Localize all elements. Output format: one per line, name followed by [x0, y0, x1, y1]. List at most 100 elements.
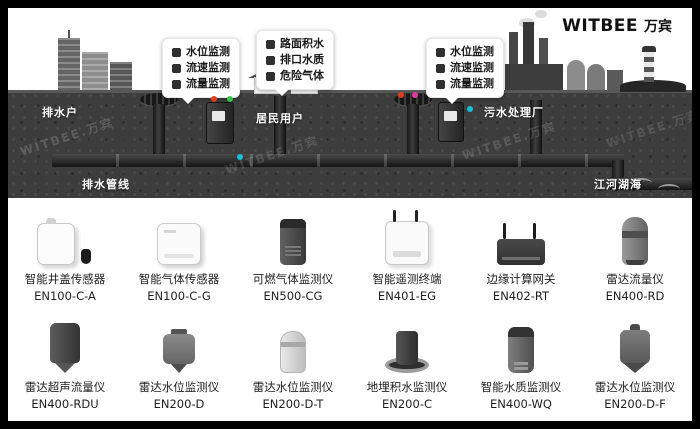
square-bullet-icon — [266, 39, 275, 49]
product-name: 边缘计算网关 — [486, 272, 556, 287]
product-model: EN200-D — [153, 396, 205, 411]
watermark: WITBEE.万宾 — [18, 115, 116, 159]
product-name: 雷达水位监测仪 — [252, 379, 334, 394]
product-image-telemetry-terminal — [385, 210, 429, 266]
square-bullet-icon — [266, 55, 275, 65]
product-model: EN200-D-F — [604, 396, 666, 411]
product-name: 地埋积水监测仪 — [366, 379, 448, 394]
brand-logo: WITBEE 万宾 — [562, 16, 672, 36]
product-name: 可燃气体监测仪 — [252, 272, 334, 287]
product-name: 雷达水位监测仪 — [594, 379, 676, 394]
factory-annex — [607, 70, 623, 90]
factory-chimney — [509, 32, 518, 66]
product-card: 雷达流量仪 EN400-RD — [578, 207, 692, 304]
product-model: EN400-WQ — [490, 396, 552, 411]
callout-line: 流量监测 — [172, 77, 230, 91]
product-image-gas-sensor — [157, 223, 201, 266]
product-image-box — [50, 315, 80, 373]
square-bullet-icon — [436, 63, 445, 73]
brand-name-en: WITBEE — [562, 16, 638, 36]
label-pipeline: 排水管线 — [82, 178, 130, 191]
product-image-box — [622, 207, 648, 266]
product-name: 智能气体传感器 — [138, 272, 220, 287]
square-bullet-icon — [172, 47, 181, 57]
square-bullet-icon — [172, 79, 181, 89]
square-bullet-icon — [436, 79, 445, 89]
callout-monitoring-left: 水位监测 流速监测 流量监测 — [162, 38, 240, 104]
label-river: 江河湖海 — [594, 178, 642, 191]
product-image-radar-flow-meter — [622, 217, 648, 266]
square-bullet-icon — [266, 71, 275, 81]
product-name: 雷达水位监测仪 — [138, 379, 220, 394]
product-image-combustible-gas-monitor — [280, 219, 306, 266]
callout-line: 排口水质 — [266, 53, 324, 67]
shore-mound — [620, 80, 686, 92]
poster-canvas: WITBEE 万宾 水位监测 流速监测 流量监测 — [8, 8, 692, 421]
product-image-box — [508, 315, 534, 373]
product-name: 智能水质监测仪 — [480, 379, 562, 394]
vertical-drain-pipe — [153, 104, 165, 156]
product-model: EN401-EG — [377, 289, 437, 304]
callout-text: 水位监测 — [450, 45, 494, 58]
callout-text: 排口水质 — [280, 53, 324, 66]
factory-hall — [505, 64, 563, 90]
product-name: 智能遥测终端 — [372, 272, 442, 287]
label-resident-user: 居民用户 — [256, 112, 304, 125]
smoke-puff — [535, 10, 547, 18]
callout-text: 水位监测 — [186, 45, 230, 58]
product-model: EN402-RT — [492, 289, 550, 304]
product-image-water-quality-monitor — [508, 326, 534, 373]
product-card: 智能遥测终端 EN401-EG — [350, 207, 464, 304]
product-card: 雷达水位监测仪 EN200-D-F — [578, 315, 692, 412]
product-image-box — [385, 207, 429, 266]
callout-line: 危险气体 — [266, 69, 324, 83]
callout-text: 流速监测 — [450, 61, 494, 74]
callout-text: 流速监测 — [186, 61, 230, 74]
vertical-drain-pipe — [530, 100, 542, 156]
in-well-sensor-device — [206, 102, 234, 144]
callout-text: 路面积水 — [280, 37, 324, 50]
vertical-drain-pipe — [274, 96, 286, 156]
product-row-1: 智能井盖传感器 EN100-C-A 智能气体传感器 EN100-C-G 可燃气体… — [8, 207, 692, 304]
square-bullet-icon — [172, 63, 181, 73]
callout-text: 危险气体 — [280, 69, 324, 82]
square-bullet-icon — [436, 47, 445, 57]
indicator-dot-cyan — [467, 106, 473, 112]
product-name: 雷达流量仪 — [606, 272, 664, 287]
callout-text: 流量监测 — [450, 77, 494, 90]
product-name: 智能井盖传感器 — [24, 272, 106, 287]
product-card: 地埋积水监测仪 EN200-C — [350, 315, 464, 412]
callout-monitoring-right: 水位监测 流速监测 流量监测 — [426, 38, 504, 104]
callout-line: 流量监测 — [436, 77, 494, 91]
callout-line: 流速监测 — [436, 61, 494, 75]
factory-chimney — [523, 22, 534, 66]
lighthouse — [642, 46, 656, 82]
callout-text: 流量监测 — [186, 77, 230, 90]
indicator-dot-green — [227, 96, 233, 102]
product-card: 可燃气体监测仪 EN500-CG — [236, 207, 350, 304]
scene-illustration: WITBEE 万宾 水位监测 流速监测 流量监测 — [8, 8, 692, 198]
product-card: 智能气体传感器 EN100-C-G — [122, 207, 236, 304]
city-building-mid — [82, 52, 108, 90]
factory-chimney — [539, 38, 548, 66]
product-image-radar-level-monitor-df — [620, 323, 650, 373]
main-drainage-pipe — [52, 154, 624, 167]
brand-name-cn: 万宾 — [644, 19, 672, 35]
product-model: EN100-C-A — [34, 289, 96, 304]
indicator-dot-magenta — [412, 92, 418, 98]
product-name: 雷达超声流量仪 — [24, 379, 106, 394]
water-wave — [658, 184, 680, 194]
product-image-box — [280, 207, 306, 266]
product-model: EN200-C — [382, 396, 432, 411]
product-image-manhole-sensor — [37, 218, 91, 266]
product-image-box — [280, 315, 306, 373]
vertical-drain-pipe — [407, 104, 419, 156]
product-image-radar-ultrasonic-flow-meter — [50, 322, 80, 363]
product-image-box — [157, 207, 201, 266]
in-well-sensor-device — [438, 102, 464, 142]
product-grid: 智能井盖传感器 EN100-C-A 智能气体传感器 EN100-C-G 可燃气体… — [8, 198, 692, 421]
product-card: 雷达超声流量仪 EN400-RDU — [8, 315, 122, 412]
product-card: 边缘计算网关 EN402-RT — [464, 207, 578, 304]
city-building-low — [110, 62, 132, 90]
